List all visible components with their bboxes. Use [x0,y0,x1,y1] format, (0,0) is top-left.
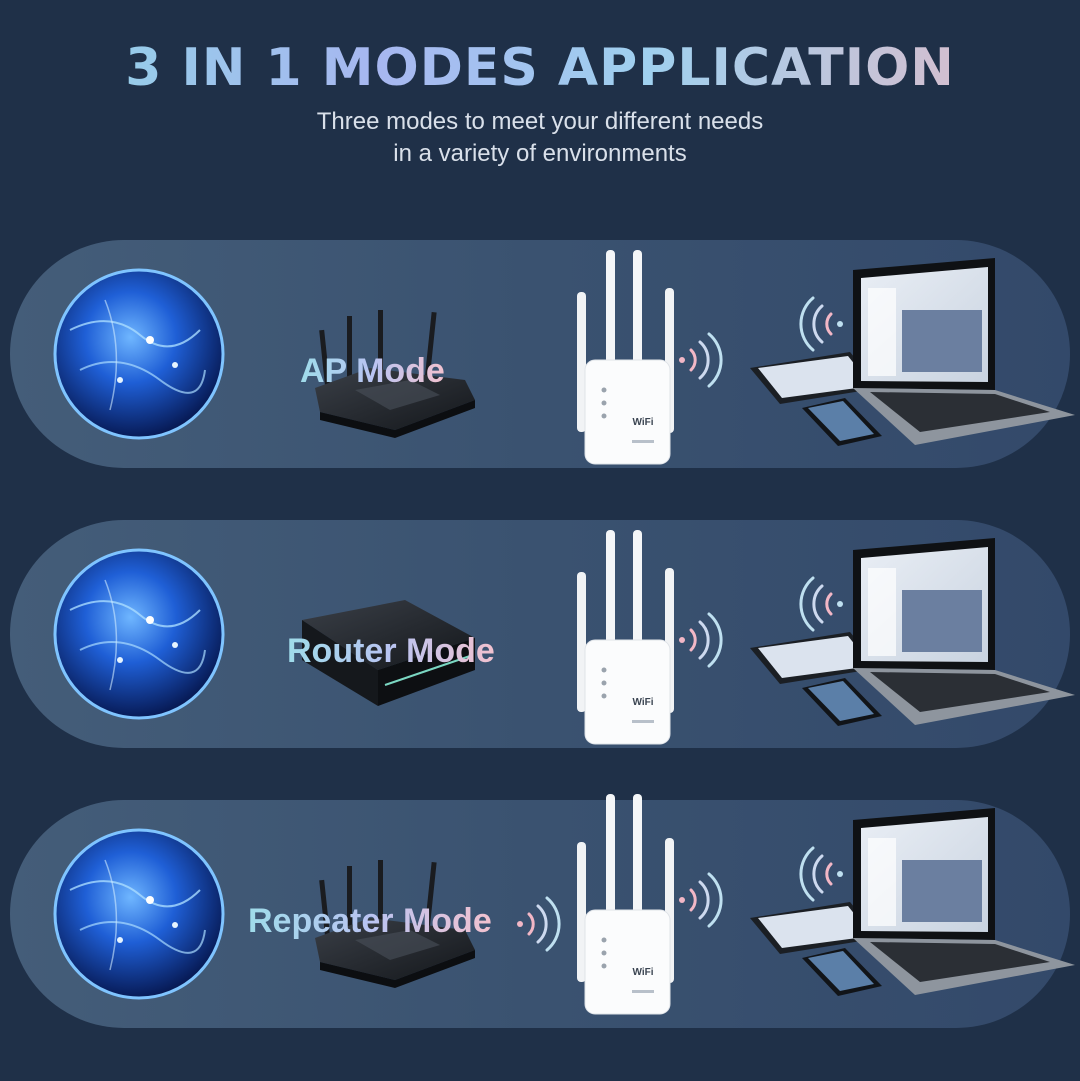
subtitle-line-2: in a variety of environments [393,140,687,167]
extender-logo: WiFi [632,967,653,978]
wifi-signal-icon [799,296,843,352]
wifi-signal-icon [679,332,723,388]
wifi-signal-icon [799,846,843,902]
wifi-signal-icon [679,872,723,928]
page-title: 3 IN 1 MODES APPLICATION [0,38,1080,98]
mode-label-ap: AP Mode [300,352,445,390]
router-icon [315,860,475,988]
wifi-extender-icon: WiFi [577,794,674,1015]
wifi-signal-icon [517,896,561,952]
mode-panel-repeater: WiFi Re [10,794,1075,1028]
modem-box-icon [302,600,475,706]
mode-panel-router: WiFi Ro [10,520,1075,748]
globe-icon [53,828,225,1000]
wifi-extender-icon: WiFi [577,250,674,465]
tablet-icon [750,632,880,684]
extender-logo: WiFi [632,697,653,708]
mode-label-router: Router Mode [287,632,495,670]
router-icon [315,310,475,438]
wifi-extender-icon: WiFi [577,530,674,745]
laptop-icon [853,808,1075,995]
globe-icon [53,268,225,440]
mode-panel-ap: WiFi [10,240,1075,468]
tablet-icon [750,902,880,954]
phone-icon [802,678,882,726]
phone-icon [802,948,882,996]
laptop-icon [853,538,1075,725]
tablet-icon [750,352,880,404]
phone-icon [802,398,882,446]
laptop-icon [853,258,1075,445]
wifi-signal-icon [679,612,723,668]
globe-icon [53,548,225,720]
wifi-signal-icon [799,576,843,632]
extender-logo: WiFi [632,417,653,428]
mode-label-repeater: Repeater Mode [248,902,492,940]
subtitle-line-1: Three modes to meet your different needs [316,108,764,135]
